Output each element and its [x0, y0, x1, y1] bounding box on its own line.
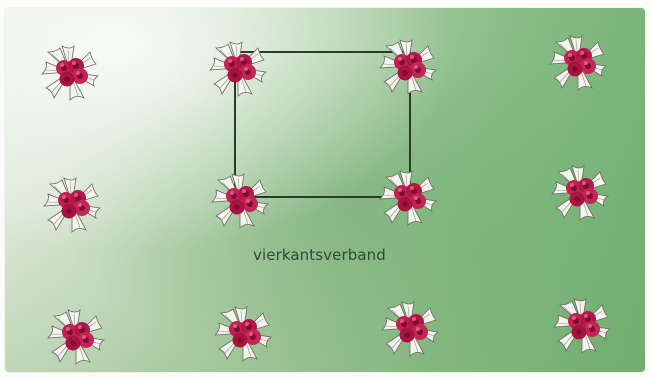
lawn-background — [5, 8, 645, 372]
diagram-caption: vierkantsverband — [253, 246, 386, 264]
plant-icon — [46, 306, 106, 366]
plant-icon — [210, 170, 270, 230]
square-outline — [234, 51, 411, 198]
plant-icon — [552, 295, 612, 355]
plant-icon — [40, 42, 100, 102]
plant-icon — [378, 36, 438, 96]
plant-icon — [213, 303, 273, 363]
plant-icon — [42, 174, 102, 234]
plant-icon — [208, 38, 268, 98]
plant-icon — [380, 298, 440, 358]
plant-icon — [548, 32, 608, 92]
plant-icon — [550, 162, 610, 222]
plant-icon — [378, 167, 438, 227]
